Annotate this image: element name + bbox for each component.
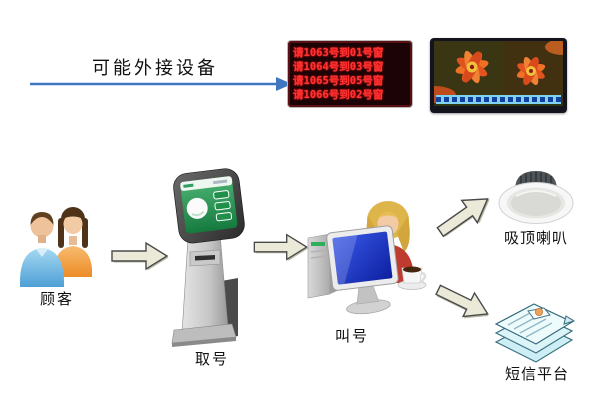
- customer-label: 顾客: [39, 292, 74, 308]
- flow-arrow-up-right: [436, 198, 490, 238]
- led-line: 请1066号到02号窗: [293, 89, 384, 101]
- operator-label: 叫号: [334, 329, 369, 345]
- kiosk-label: 取号: [194, 352, 229, 368]
- flow-arrow-right-2: [253, 233, 309, 261]
- ceiling-speaker-icon: [498, 171, 574, 224]
- document-stack-icon: [494, 303, 576, 363]
- lcd-flower-image: [434, 41, 563, 106]
- external-devices-label: 可能外接设备: [92, 58, 218, 78]
- operator-computer-icon: [307, 201, 427, 315]
- lcd-ticker-bar: [436, 95, 561, 104]
- led-line: 请1065号到05号窗: [293, 75, 384, 87]
- speaker-label: 吸顶喇叭: [503, 231, 568, 247]
- sms-platform-label: 短信平台: [504, 367, 569, 383]
- flow-arrow-right-1: [111, 241, 169, 271]
- blue-arrow: [30, 77, 292, 91]
- two-customers-icon: [20, 207, 92, 287]
- led-line: 请1064号到03号窗: [293, 61, 384, 73]
- lcd-media-screen: [430, 38, 567, 113]
- orchid-flower-graphic: [434, 41, 563, 103]
- ticket-kiosk-icon: [171, 168, 245, 347]
- led-line: 请1063号到01号窗: [293, 47, 384, 59]
- flow-arrow-down-right: [435, 284, 489, 319]
- led-queue-display: 请1063号到01号窗 请1064号到03号窗 请1065号到05号窗 请106…: [288, 41, 412, 107]
